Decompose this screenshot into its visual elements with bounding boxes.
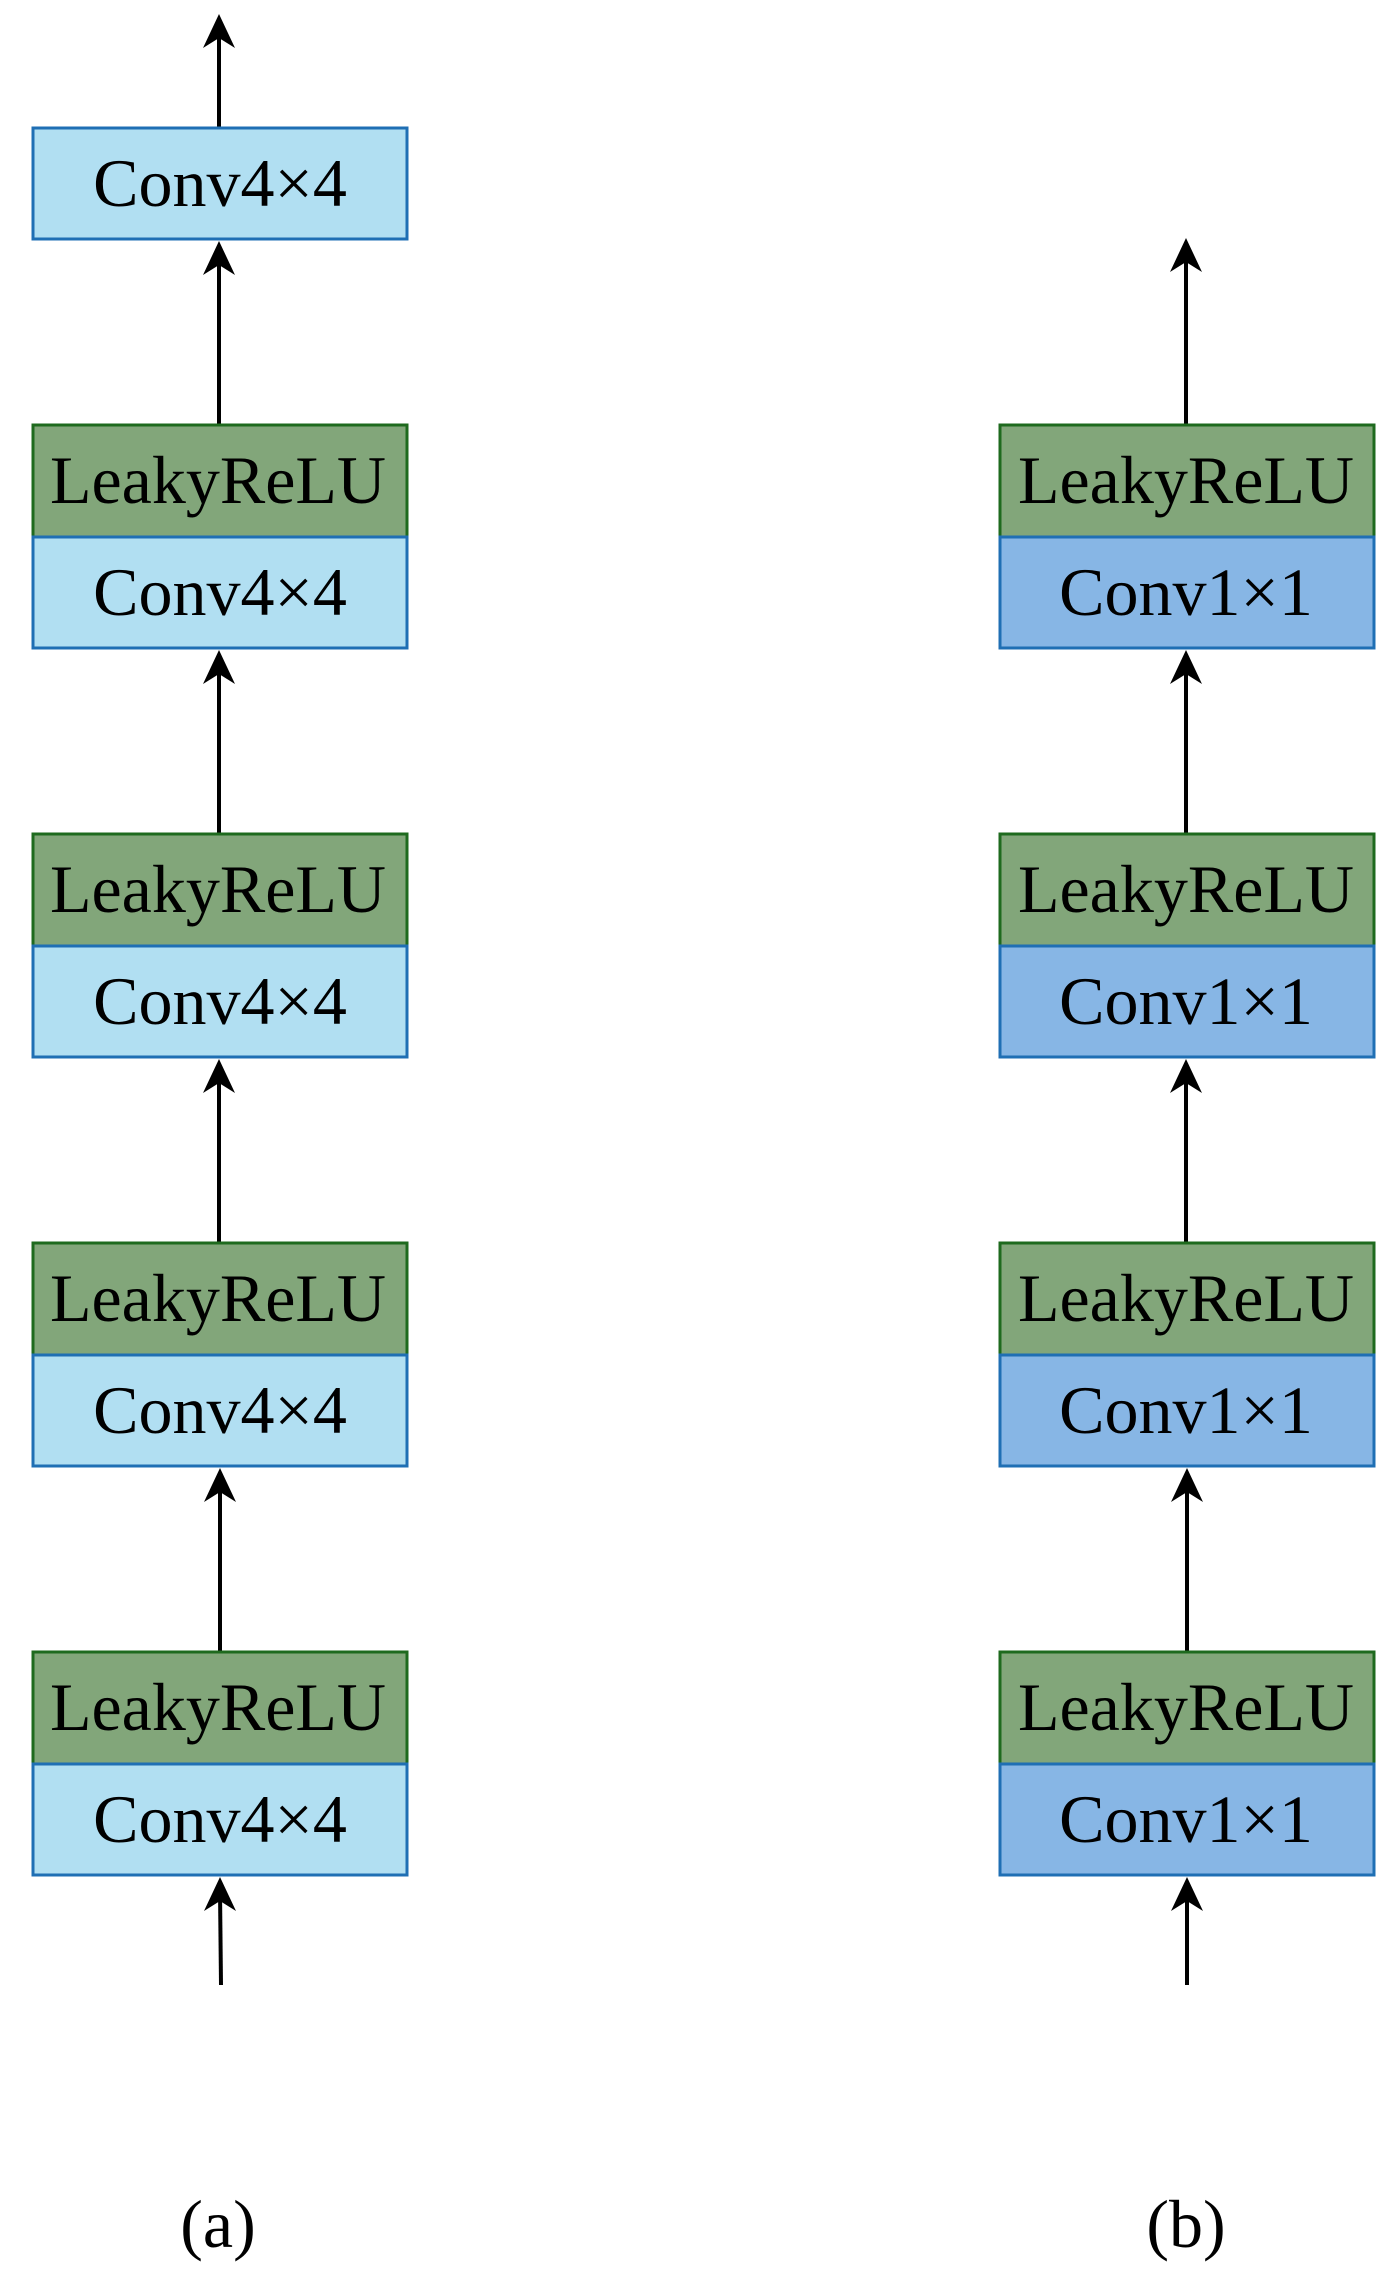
b-block-3-leaky-label: LeakyReLU	[1018, 1260, 1354, 1336]
b-block-3-conv-label: Conv1×1	[1059, 1372, 1313, 1448]
b-block-4-leaky-label: LeakyReLU	[1018, 1669, 1354, 1745]
b-block-4-leaky-box	[998, 1650, 1376, 1766]
arrowhead-a-3	[203, 1059, 235, 1093]
a-block-3-leaky-label: LeakyReLU	[50, 1260, 386, 1336]
a-top-conv-box	[31, 126, 409, 241]
caption-b: (b)	[1146, 2186, 1225, 2262]
b-block-1-conv-label: Conv1×1	[1059, 554, 1313, 630]
b-block-3-conv-box	[998, 1353, 1376, 1468]
arrowhead-a-4	[204, 1468, 236, 1502]
b-block-1-leaky-label: LeakyReLU	[1018, 442, 1354, 518]
arrowhead-a-2	[203, 650, 235, 684]
a-block-2-leaky-label: LeakyReLU	[50, 851, 386, 927]
a-block-3: LeakyReLU Conv4×4	[31, 1241, 409, 1468]
arrowhead-b-3	[1170, 1059, 1202, 1093]
column-a: Conv4×4 LeakyReLU Conv4×4 LeakyReLU Conv…	[31, 14, 409, 2262]
b-block-3-leaky-box	[998, 1241, 1376, 1357]
caption-a: (a)	[180, 2186, 255, 2262]
b-block-1-conv-box	[998, 535, 1376, 650]
column-b: LeakyReLU Conv1×1 LeakyReLU Conv1×1 Leak…	[998, 238, 1376, 2262]
b-block-2-conv-label: Conv1×1	[1059, 963, 1313, 1039]
arrowhead-a-input	[204, 1877, 236, 1911]
b-block-2-conv-box	[998, 944, 1376, 1059]
a-top-conv-label: Conv4×4	[93, 145, 347, 221]
a-block-2-leaky-box	[31, 832, 409, 948]
b-block-2-leaky-label: LeakyReLU	[1018, 851, 1354, 927]
a-block-4-conv-box	[31, 1762, 409, 1877]
arrowhead-a-1	[203, 241, 235, 275]
b-block-4-conv-label: Conv1×1	[1059, 1781, 1313, 1857]
arrowhead-b-4	[1171, 1468, 1203, 1502]
arrowhead-b-input	[1171, 1877, 1203, 1911]
b-block-4: LeakyReLU Conv1×1	[998, 1650, 1376, 1877]
a-block-2-conv-label: Conv4×4	[93, 963, 347, 1039]
arrowhead-a-output	[203, 14, 235, 48]
b-block-2-leaky-box	[998, 832, 1376, 948]
a-block-1-conv-box	[31, 535, 409, 650]
a-block-4: LeakyReLU Conv4×4	[31, 1650, 409, 1877]
b-block-3: LeakyReLU Conv1×1	[998, 1241, 1376, 1468]
a-block-4-leaky-label: LeakyReLU	[50, 1669, 386, 1745]
a-block-1-leaky-label: LeakyReLU	[50, 442, 386, 518]
a-block-4-conv-label: Conv4×4	[93, 1781, 347, 1857]
arrowhead-b-2	[1170, 650, 1202, 684]
a-block-2: LeakyReLU Conv4×4	[31, 832, 409, 1059]
a-block-3-conv-box	[31, 1353, 409, 1468]
a-block-1-conv-label: Conv4×4	[93, 554, 347, 630]
a-block-3-leaky-box	[31, 1241, 409, 1357]
arrowhead-b-output	[1170, 238, 1202, 272]
b-block-2: LeakyReLU Conv1×1	[998, 832, 1376, 1059]
a-block-1: LeakyReLU Conv4×4	[31, 423, 409, 650]
arrow-a-input	[218, 1890, 223, 1986]
b-block-1: LeakyReLU Conv1×1	[998, 423, 1376, 650]
a-block-2-conv-box	[31, 944, 409, 1059]
a-block-4-leaky-box	[31, 1650, 409, 1766]
b-block-4-conv-box	[998, 1762, 1376, 1877]
a-block-3-conv-label: Conv4×4	[93, 1372, 347, 1448]
